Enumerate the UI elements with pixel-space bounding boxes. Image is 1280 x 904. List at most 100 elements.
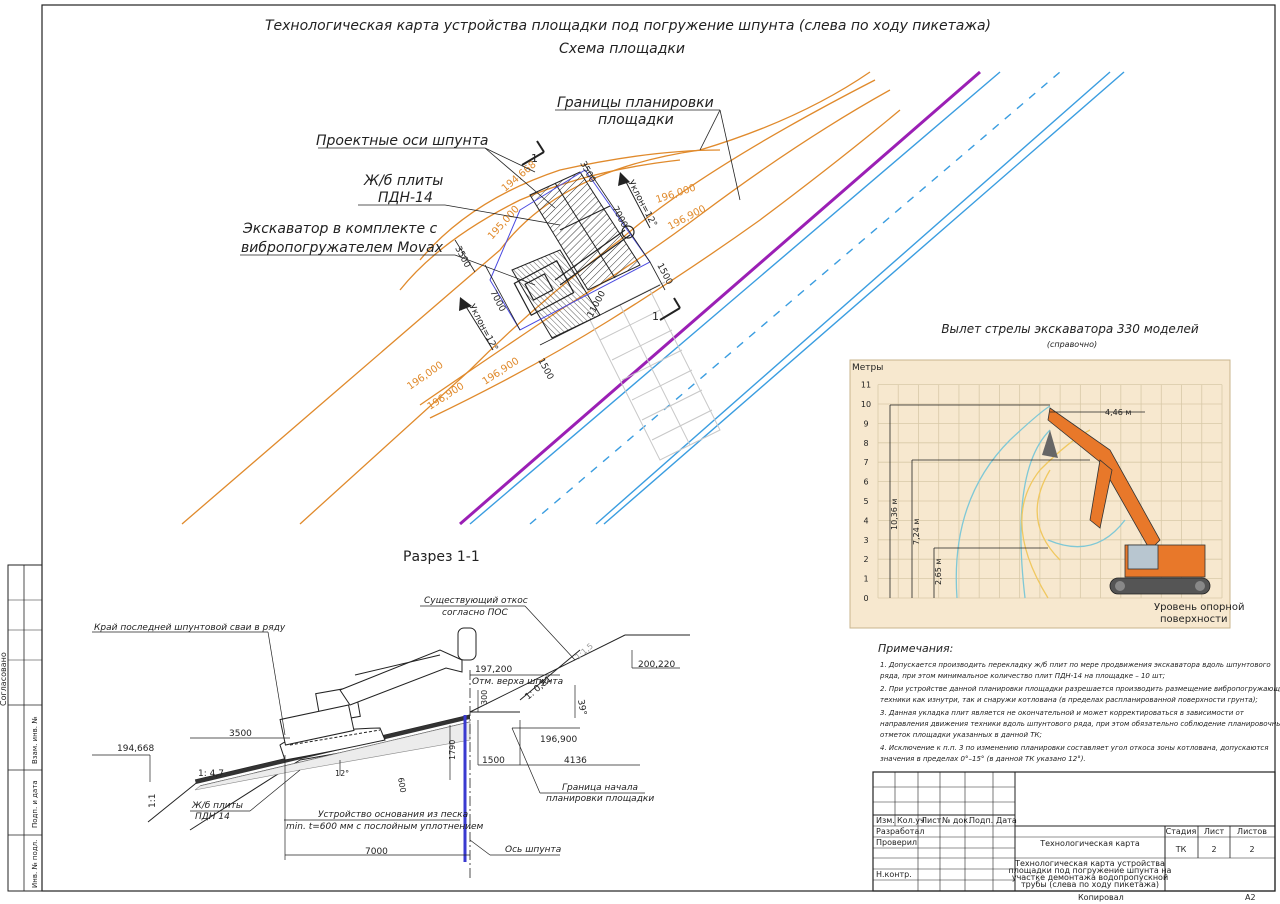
dim-1500-right: 1500 [654,262,674,287]
plan-dimensions [454,164,666,346]
plan-leaders [240,109,741,286]
plate-outline [489,169,651,331]
tb-col-podp: Подп. [969,816,993,825]
tb-description-1: Технологическая карта устройства [1014,859,1165,868]
reach-y-tick: 2 [863,555,868,564]
dim-4136: 4136 [564,756,587,766]
elev-196000-a: 196,000 [655,183,698,206]
tb-col-kol: Кол.уч [897,816,925,825]
label-boundary-1: Граница начала [562,783,638,793]
note-line-5: 3. Данная укладка плит является не оконч… [880,709,1245,717]
reach-y-tick: 6 [863,478,868,487]
reach-y-tick: 3 [863,536,868,545]
reach-y-tick: 10 [861,400,871,409]
reach-y-tick: 5 [863,497,868,506]
label-sand-1: Устройство основания из песка [318,810,468,820]
dim-1790: 1790 [448,740,457,760]
title-block [872,771,1276,892]
label-existing-slope-2: согласно ПОС [442,608,509,618]
plan-view: 194,668 195,000 196,000 196,900 196,000 … [181,70,1125,526]
reach-dim-v2: 7,24 м [912,519,921,545]
svg-text:1: 1 [652,310,659,323]
slope-147: 1: 4,7 [198,769,224,779]
tb-description-4: трубы (слева по ходу пикетажа) [1021,880,1159,889]
label-plates-1: Ж/б плиты [191,801,243,811]
tb-col-izm: Изм. [876,816,895,825]
reach-y-tick: 4 [863,516,868,525]
section-mark-top: 1 [521,140,545,166]
label-plates-1: Ж/б плиты [363,173,443,189]
reach-y-tick: 9 [863,419,868,428]
stamp-inv-replace: Взам. инв. № [31,716,39,764]
elev-194668: 194,668 [117,744,154,754]
svg-text:Уклон=12°: Уклон=12° [466,303,499,353]
reach-y-tick: 1 [863,575,868,584]
tb-description-2: площадки под погружение шпунта на [1009,866,1172,875]
reach-dims [889,404,1145,598]
reach-dim-v1: 10,36 м [890,499,899,530]
blue-line-1 [469,71,1001,525]
svg-text:1: 1 [531,152,538,165]
section-view: Разрез 1-1 [92,549,690,880]
note-line-7: отметок площадки указанных в данной ТК; [880,731,1042,739]
elev-195000: 195,000 [486,204,522,242]
dim-300: 300 [480,690,489,705]
label-plates-2: ПДН-14 [378,190,433,206]
title-block-text: Изм. Кол.уч Лист № док. Подп. Дата Разра… [876,816,1267,902]
tb-description-3: участке демонтажа водопропускной [1012,873,1168,882]
section-dims [92,650,680,860]
elev-196900-a: 196,900 [666,204,708,233]
elev-200220: 200,220 [638,660,675,670]
reach-dim-v3: 2,65 м [934,559,943,585]
note-line-3: 2. При устройстве данной планировки площ… [880,685,1280,693]
tb-row-prover: Проверил [876,838,917,847]
tb-format: А2 [1245,893,1256,902]
label-last-pile: Край последней шпунтовой сваи в ряду [94,623,286,633]
note-line-8: 4. Исключение к п.п. 3 по изменению план… [880,744,1269,752]
side-stamp: Согласовано Взам. инв. № Подп. и дата Ин… [0,564,43,892]
label-axes: Проектные оси шпунта [316,133,488,149]
reach-chart-subtitle: (справочно) [1047,340,1097,349]
stamp-agreed: Согласовано [0,652,8,706]
sand-base [194,721,471,791]
elev-196000-b: 196,000 [405,360,445,393]
blue-line-dashed [529,71,1061,525]
stamp-inv-orig: Инв. № подл. [31,840,39,888]
note-line-4: техники как изнутри, так и снаружи котло… [880,696,1258,704]
reach-y-tick: 7 [863,458,868,467]
blue-line-3 [603,71,1125,525]
tb-hdr-listov: Листов [1237,827,1267,836]
dim-3500: 3500 [229,729,252,739]
excavator-plan [513,225,635,316]
plate-grid-outside [589,281,721,461]
elev-197200: 197,200 [475,665,512,675]
label-pile-top: Отм. верха шпунта [472,677,563,687]
reach-y-tick: 8 [863,439,868,448]
label-boundaries-2: площадки [598,112,674,128]
tb-hdr-list: Лист [1204,827,1225,836]
reach-chart: Вылет стрелы экскаватора 330 моделей (сп… [849,322,1245,629]
angle-12: 12° [335,769,349,778]
reach-y-tick: 11 [861,381,871,390]
note-line-1: 1. Допускается производить перекладку ж/… [880,661,1271,669]
dim-1500: 1500 [482,756,505,766]
reach-dim-horizontal: 4,46 м [1105,408,1131,417]
reach-y-label: Метры [852,363,883,373]
tb-col-list: Лист [921,816,942,825]
label-plates-2: ПДН 14 [195,812,230,822]
label-boundaries-1: Границы планировки [557,95,714,111]
dim-7000: 7000 [365,847,388,857]
section-title: Разрез 1-1 [403,549,480,565]
tb-col-ndok: № док. [942,816,971,825]
label-sand-2: min. t=600 мм с послойным уплотнением [286,822,484,832]
label-excavator-2: вибропогружателем Movax [241,240,444,256]
label-boundary-2: планировки площадки [546,794,654,804]
reach-excavator [1042,407,1211,595]
slope-11: 1:1 [148,794,158,808]
note-line-2: ряда, при этом минимальное количество пл… [879,672,1165,680]
tb-val-list: 2 [1211,845,1216,854]
tb-val-listov: 2 [1249,845,1254,854]
section-mark-bottom: 1 [652,297,681,323]
purple-line [459,70,981,526]
